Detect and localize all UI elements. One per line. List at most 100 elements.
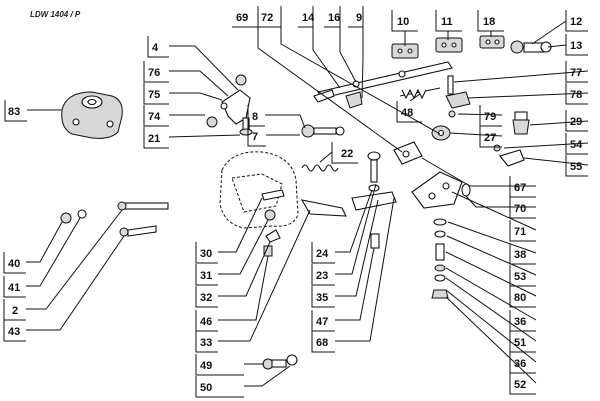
callout-79: 79 bbox=[479, 105, 502, 127]
part-12-13-bolt bbox=[510, 40, 552, 54]
callout-76: 76 bbox=[143, 61, 169, 83]
svg-text:54: 54 bbox=[570, 139, 583, 151]
svg-text:76: 76 bbox=[148, 67, 160, 79]
leader-lines bbox=[26, 20, 589, 387]
callout-36-lower: 36 bbox=[509, 352, 536, 374]
callout-33: 33 bbox=[195, 331, 218, 353]
svg-text:53: 53 bbox=[514, 271, 526, 283]
svg-text:14: 14 bbox=[302, 12, 315, 24]
callout-10: 10 bbox=[391, 10, 418, 32]
svg-text:41: 41 bbox=[8, 282, 20, 294]
callout-43: 43 bbox=[3, 320, 26, 342]
callout-32: 32 bbox=[195, 286, 218, 308]
callout-54: 54 bbox=[565, 133, 588, 155]
svg-text:80: 80 bbox=[514, 292, 526, 304]
svg-text:83: 83 bbox=[8, 106, 20, 118]
svg-text:21: 21 bbox=[148, 133, 160, 145]
callout-46: 46 bbox=[195, 310, 218, 332]
svg-text:18: 18 bbox=[483, 16, 495, 28]
callout-24: 24 bbox=[311, 242, 335, 264]
callout-2: 2 bbox=[3, 299, 26, 321]
callout-68: 68 bbox=[311, 331, 335, 353]
part-67-bracket bbox=[393, 141, 423, 165]
callout-4: 4 bbox=[147, 36, 169, 58]
part-22-spring bbox=[301, 164, 339, 172]
callout-21: 21 bbox=[143, 127, 169, 149]
part-48-78-79 bbox=[399, 87, 471, 118]
callout-51: 51 bbox=[509, 331, 536, 353]
svg-text:46: 46 bbox=[200, 316, 212, 328]
svg-text:13: 13 bbox=[570, 40, 582, 52]
callout-50: 50 bbox=[195, 376, 244, 398]
svg-text:70: 70 bbox=[514, 203, 526, 215]
svg-text:75: 75 bbox=[148, 89, 160, 101]
parts-drawing bbox=[60, 35, 552, 370]
svg-text:43: 43 bbox=[8, 326, 20, 338]
svg-text:33: 33 bbox=[200, 337, 212, 349]
callout-30: 30 bbox=[195, 242, 218, 264]
svg-text:52: 52 bbox=[514, 379, 526, 391]
part-40-41-nut bbox=[60, 209, 87, 224]
svg-text:78: 78 bbox=[570, 89, 582, 101]
svg-text:47: 47 bbox=[316, 316, 328, 328]
callout-35: 35 bbox=[311, 286, 335, 308]
callout-74: 74 bbox=[143, 105, 169, 127]
part-shaft bbox=[313, 61, 453, 109]
svg-text:71: 71 bbox=[514, 226, 526, 238]
callout-29: 29 bbox=[565, 110, 588, 132]
svg-text:36: 36 bbox=[514, 358, 526, 370]
svg-text:68: 68 bbox=[316, 337, 328, 349]
callout-22: 22 bbox=[331, 142, 358, 164]
callout-40: 40 bbox=[3, 252, 26, 274]
svg-text:24: 24 bbox=[316, 248, 329, 260]
callout-31: 31 bbox=[195, 264, 218, 286]
svg-text:10: 10 bbox=[397, 16, 409, 28]
callout-7: 7 bbox=[247, 125, 266, 147]
svg-text:48: 48 bbox=[401, 107, 413, 119]
svg-text:29: 29 bbox=[570, 116, 582, 128]
part-54-55-link bbox=[493, 144, 525, 167]
callout-48: 48 bbox=[396, 101, 422, 123]
callout-13: 13 bbox=[565, 34, 588, 56]
svg-text:77: 77 bbox=[570, 67, 582, 79]
svg-text:49: 49 bbox=[200, 360, 212, 372]
svg-text:69: 69 bbox=[236, 12, 248, 24]
callout-52: 52 bbox=[509, 373, 536, 395]
callout-55: 55 bbox=[565, 155, 588, 177]
callout-23: 23 bbox=[311, 264, 335, 286]
svg-text:31: 31 bbox=[200, 270, 212, 282]
model-code: LDW 1404 / P bbox=[30, 10, 81, 19]
callout-11: 11 bbox=[435, 10, 462, 32]
part-stack bbox=[431, 218, 449, 299]
callout-71: 71 bbox=[509, 220, 536, 242]
callout-36-upper: 36 bbox=[509, 310, 536, 332]
callout-80: 80 bbox=[509, 286, 536, 308]
callout-16: 16 bbox=[324, 6, 341, 28]
callout-70: 70 bbox=[509, 197, 536, 219]
callout-12: 12 bbox=[565, 10, 588, 32]
svg-text:79: 79 bbox=[484, 111, 496, 123]
part-49-50 bbox=[262, 354, 298, 370]
callout-47: 47 bbox=[311, 310, 335, 332]
svg-text:2: 2 bbox=[12, 305, 18, 317]
svg-text:35: 35 bbox=[316, 292, 328, 304]
svg-text:67: 67 bbox=[514, 182, 526, 194]
svg-text:38: 38 bbox=[514, 249, 526, 261]
callout-41: 41 bbox=[3, 276, 26, 298]
callout-69: 69 bbox=[232, 6, 259, 28]
part-83-cover bbox=[61, 91, 123, 139]
svg-text:12: 12 bbox=[570, 16, 582, 28]
svg-text:72: 72 bbox=[261, 12, 273, 24]
svg-text:22: 22 bbox=[341, 148, 353, 160]
svg-text:16: 16 bbox=[328, 12, 340, 24]
svg-text:8: 8 bbox=[252, 111, 258, 123]
part-8-screw bbox=[301, 124, 345, 138]
svg-text:55: 55 bbox=[570, 161, 582, 173]
svg-text:51: 51 bbox=[514, 337, 526, 349]
part-24-68-stack bbox=[351, 151, 397, 249]
part-77-pin bbox=[447, 75, 454, 95]
svg-text:7: 7 bbox=[252, 131, 258, 143]
callouts: 83 4 76 75 74 21 8 7 22 69 72 14 16 9 10… bbox=[3, 6, 588, 398]
callout-38: 38 bbox=[509, 243, 536, 265]
